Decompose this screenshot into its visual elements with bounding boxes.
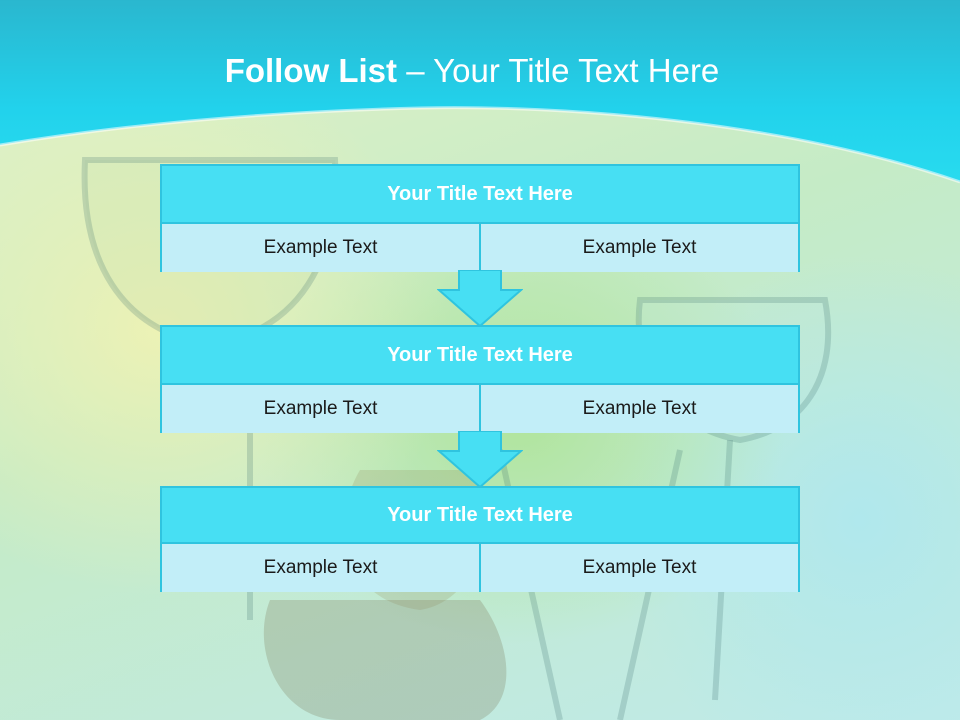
flow-box-row: Example Text Example Text (162, 385, 798, 433)
arrow-down-icon (437, 431, 523, 489)
title-rest: – Your Title Text Here (397, 52, 720, 89)
title-bold: Follow List (224, 52, 398, 89)
flow-box-row: Example Text Example Text (162, 224, 798, 272)
flow-box-2: Your Title Text Here Example Text Exampl… (160, 325, 800, 433)
flow-box-cell-left: Example Text (162, 224, 479, 272)
header-band (0, 0, 960, 184)
flow-box-cell-left: Example Text (162, 385, 479, 433)
arrow-down-icon (437, 270, 523, 328)
slide-title: Follow List – Your Title Text Here (0, 52, 944, 90)
flow-box-cell-right: Example Text (479, 544, 798, 592)
flow-box-row: Example Text Example Text (162, 544, 798, 592)
flow-box-title: Your Title Text Here (162, 327, 798, 385)
flow-box-cell-left: Example Text (162, 544, 479, 592)
flow-box-cell-right: Example Text (479, 224, 798, 272)
flow-box-title: Your Title Text Here (162, 488, 798, 544)
flow-box-title: Your Title Text Here (162, 166, 798, 224)
flow-box-cell-right: Example Text (479, 385, 798, 433)
flow-box-3: Your Title Text Here Example Text Exampl… (160, 486, 800, 592)
flow-box-1: Your Title Text Here Example Text Exampl… (160, 164, 800, 272)
